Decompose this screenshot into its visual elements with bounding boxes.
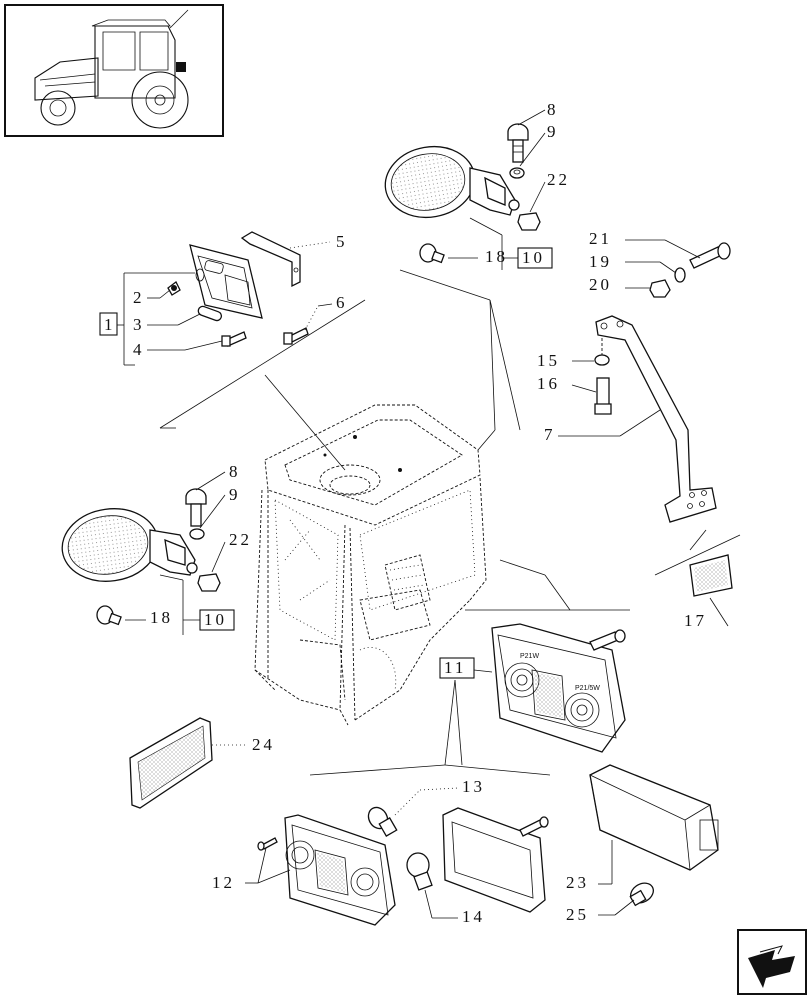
part-20-nut[interactable] [649, 279, 671, 298]
callout-1: 1 [104, 315, 116, 334]
callout-6: 6 [336, 293, 348, 312]
callout-15: 15 [537, 351, 560, 370]
cab-assembly [254, 404, 487, 726]
part-12-lamp[interactable] [284, 814, 396, 926]
callout-3: 3 [133, 315, 145, 334]
callout-box-11 [439, 657, 475, 679]
part-6-screw[interactable] [283, 327, 309, 345]
part-18-bulb-upper[interactable] [419, 243, 445, 264]
callout-18a: 18 [485, 247, 508, 266]
callout-22b: 22 [229, 530, 252, 549]
part-4-screw[interactable] [221, 331, 247, 347]
upper-work-lamp[interactable] [380, 140, 520, 225]
callout-9b: 9 [229, 485, 241, 504]
callout-11: 11 [444, 658, 466, 677]
part-2-bulb[interactable] [167, 281, 181, 296]
callout-9a: 9 [547, 122, 559, 141]
callout-21: 21 [589, 229, 612, 248]
callout-13: 13 [462, 777, 485, 796]
left-work-lamp[interactable] [57, 503, 198, 588]
callout-10a: 10 [522, 248, 545, 267]
part-17-reflector[interactable] [689, 554, 733, 597]
part-9-washer-upper[interactable] [509, 167, 525, 179]
tractor-thumbnail-icon [34, 9, 189, 129]
callout-16: 16 [537, 374, 560, 393]
part-18-bulb-left[interactable] [96, 605, 122, 626]
part-9-washer-left[interactable] [189, 528, 205, 540]
next-page-arrow-icon[interactable] [737, 929, 807, 995]
part-1-lamp-assembly[interactable] [189, 244, 263, 319]
part-24-reflector[interactable] [129, 717, 213, 809]
callout-5: 5 [336, 232, 348, 251]
callout-7: 7 [544, 425, 556, 444]
callout-14: 14 [462, 907, 485, 926]
part-25-bulb[interactable] [627, 879, 657, 907]
part-12-screw[interactable] [257, 837, 278, 851]
lamp-mark-upper: P21W [520, 653, 539, 660]
callout-18b: 18 [150, 608, 173, 627]
part-16-bolt[interactable] [594, 377, 612, 415]
callout-20: 20 [589, 275, 612, 294]
callout-17: 17 [684, 611, 707, 630]
guide-lines [159, 269, 741, 776]
part-19-washer[interactable] [674, 267, 686, 283]
part-7-support-arm[interactable] [595, 315, 717, 523]
callout-8b: 8 [229, 462, 241, 481]
part-23-lamp[interactable] [589, 764, 719, 871]
callout-23: 23 [566, 873, 589, 892]
callout-8a: 8 [547, 100, 559, 119]
callout-box-1 [99, 312, 118, 336]
lamp-mark-lower: P21/5W [575, 685, 600, 692]
callout-19: 19 [589, 252, 612, 271]
callout-2: 2 [133, 288, 145, 307]
part-22-nut-left[interactable] [197, 573, 221, 592]
part-13-bulb[interactable] [365, 804, 398, 837]
part-22-nut-upper[interactable] [517, 212, 541, 231]
callout-4: 4 [133, 340, 145, 359]
callout-10b: 10 [204, 610, 227, 629]
part-5-bracket[interactable] [240, 231, 301, 288]
part-11-rear-lamp[interactable]: P21W P21/5W [491, 623, 626, 753]
callout-25: 25 [566, 905, 589, 924]
part-3-bulb-tube[interactable] [197, 305, 223, 322]
part-8-screw-upper[interactable] [507, 123, 529, 163]
part-15-washer[interactable] [594, 338, 610, 366]
callout-24: 24 [252, 735, 275, 754]
callout-12: 12 [212, 873, 235, 892]
callout-22a: 22 [547, 170, 570, 189]
part-21-bolt[interactable] [689, 242, 731, 269]
part-14-bulb[interactable] [406, 852, 433, 891]
part-8-screw-left[interactable] [185, 488, 207, 527]
tractor-thumbnail[interactable] [4, 4, 224, 137]
number-plate-lamp[interactable] [442, 807, 549, 913]
